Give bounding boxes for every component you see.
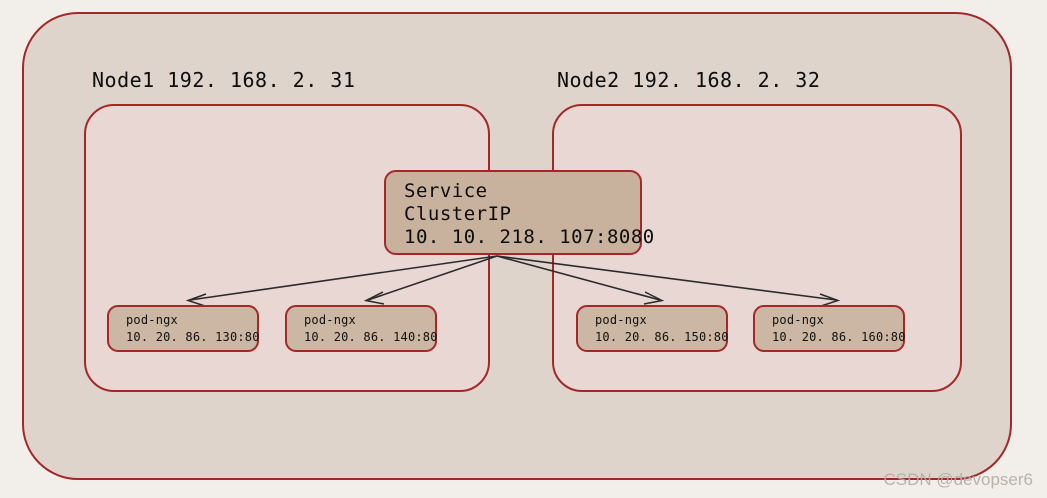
pod-endpoint-1: 10. 20. 86. 130:80	[126, 330, 260, 344]
pod-box-2: pod-ngx 10. 20. 86. 140:80	[285, 305, 437, 352]
pod-name-4: pod-ngx	[772, 313, 824, 327]
node-label-node2: Node2 192. 168. 2. 32	[557, 68, 821, 92]
watermark: CSDN @devopser6	[883, 470, 1033, 489]
pod-endpoint-2: 10. 20. 86. 140:80	[304, 330, 438, 344]
pod-endpoint-3: 10. 20. 86. 150:80	[595, 330, 729, 344]
service-endpoint: 10. 10. 218. 107:8080	[404, 226, 655, 248]
service-type: ClusterIP	[404, 203, 512, 225]
node-label-node1: Node1 192. 168. 2. 31	[92, 68, 356, 92]
pod-name-1: pod-ngx	[126, 313, 178, 327]
pod-box-4: pod-ngx 10. 20. 86. 160:80	[753, 305, 905, 352]
service-kind: Service	[404, 180, 488, 202]
pod-box-3: pod-ngx 10. 20. 86. 150:80	[576, 305, 728, 352]
pod-name-3: pod-ngx	[595, 313, 647, 327]
pod-box-1: pod-ngx 10. 20. 86. 130:80	[107, 305, 259, 352]
service-box: Service ClusterIP 10. 10. 218. 107:8080	[384, 170, 655, 255]
pod-name-2: pod-ngx	[304, 313, 356, 327]
pod-endpoint-4: 10. 20. 86. 160:80	[772, 330, 906, 344]
